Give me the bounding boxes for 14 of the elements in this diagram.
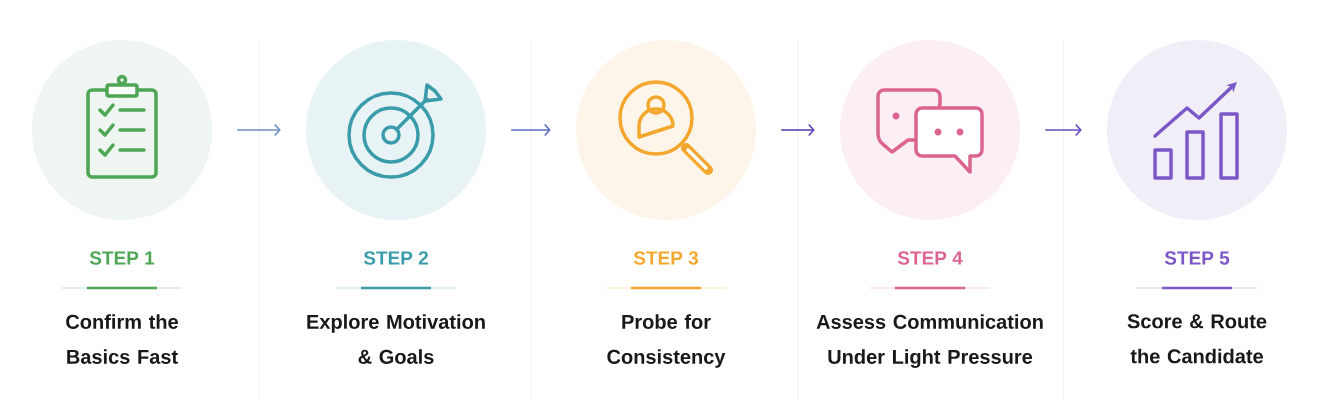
arrow [1044,123,1082,137]
step-label: STEP 1 [89,251,155,265]
step-label: STEP 5 [1164,251,1230,265]
step-title: Probe for Consistency [607,314,726,368]
arrow [780,123,815,137]
step-label: STEP 4 [897,251,963,265]
step-label: STEP 2 [363,251,428,265]
step-title: Explore Motivation & Goals [307,314,485,364]
step-title: Score & Route the Candidate [1127,314,1267,364]
step-title: Assess Communication Under Light Pressure [816,314,1043,368]
arrow [236,123,281,137]
arrow [510,123,551,137]
step-label: STEP 3 [633,251,699,265]
step-title: Confirm the Basics Fast [66,314,178,364]
